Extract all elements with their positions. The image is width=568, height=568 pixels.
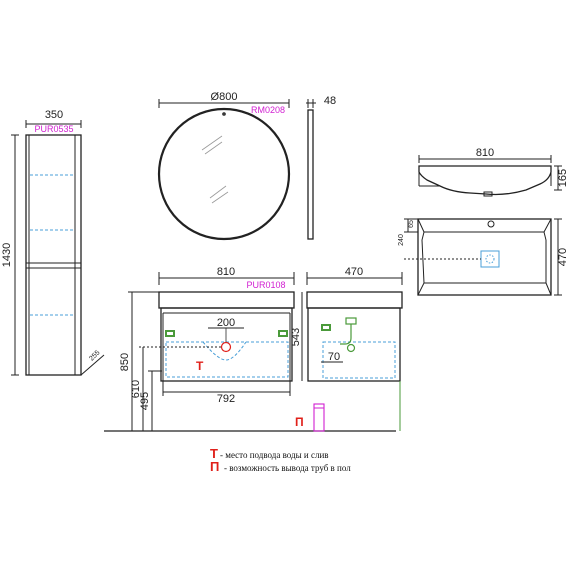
vanity-height-mid-label: 610 bbox=[130, 380, 142, 398]
sink-plan bbox=[404, 218, 562, 296]
vanity-height-low-label: 495 bbox=[139, 392, 151, 410]
mirror-diameter-label: Ø800 bbox=[211, 91, 238, 103]
side-depth-label: 470 bbox=[345, 266, 363, 278]
cabinet-width-label: 350 bbox=[45, 109, 63, 121]
tall-cabinet bbox=[11, 120, 105, 376]
legend: Т - место подвода воды и слив П - возмож… bbox=[210, 446, 351, 474]
round-mirror bbox=[157, 99, 316, 241]
mirror-depth-label: 48 bbox=[324, 95, 336, 107]
vanity-front bbox=[104, 272, 396, 432]
vanity-height-label: 850 bbox=[119, 353, 131, 371]
p-marker: П bbox=[295, 415, 304, 429]
side-offset-label: 70 bbox=[328, 351, 340, 363]
cabinet-code: PUR0535 bbox=[34, 124, 73, 134]
legend-t-symbol: Т bbox=[210, 446, 218, 461]
cabinet-depth-label: 255 bbox=[88, 349, 101, 362]
legend-t-text: - место подвода воды и слив bbox=[220, 450, 329, 460]
sink-dim-65: 65 bbox=[408, 220, 415, 228]
legend-p-text: - возможность вывода труб в пол bbox=[224, 463, 351, 473]
pipe-offset-label: 200 bbox=[217, 317, 235, 329]
vanity-side bbox=[301, 272, 403, 431]
cabinet-height-label: 1430 bbox=[1, 243, 13, 267]
vanity-code: PUR0108 bbox=[246, 280, 285, 290]
siphon bbox=[321, 317, 357, 353]
side-height-label: 543 bbox=[290, 328, 302, 346]
sink-width-label: 810 bbox=[476, 147, 494, 159]
wall-brackets bbox=[165, 330, 288, 337]
t-marker: Т bbox=[196, 359, 204, 373]
vanity-inner-width-label: 792 bbox=[217, 393, 235, 405]
cabinet-shelves bbox=[30, 174, 74, 316]
drain-marker bbox=[220, 341, 232, 353]
vanity-width-label: 810 bbox=[217, 266, 235, 278]
vanity-cutout bbox=[202, 341, 247, 361]
sink-dim-240: 240 bbox=[398, 234, 405, 246]
floor-pipe bbox=[313, 403, 325, 432]
sink-elevation bbox=[418, 155, 562, 197]
sink-depth-label: 470 bbox=[557, 248, 568, 266]
mirror-code: RM0208 bbox=[251, 105, 285, 115]
legend-p-symbol: П bbox=[210, 459, 219, 474]
sink-height-label: 165 bbox=[557, 169, 568, 187]
